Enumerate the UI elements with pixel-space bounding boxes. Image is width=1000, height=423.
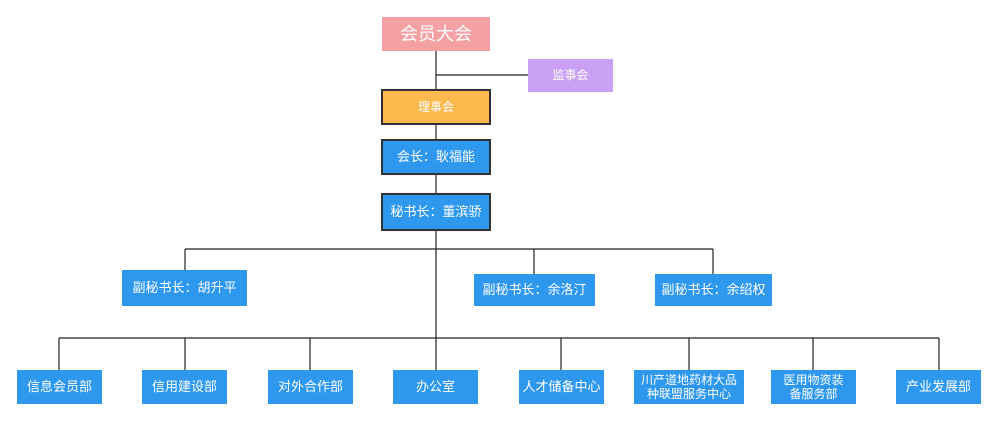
general-assembly-node: 会员大会 — [382, 17, 490, 51]
president-node: 会长：耿福能 — [381, 139, 491, 175]
department-node-credit: 信用建设部 — [142, 370, 227, 404]
department-node-medical-supplies: 医用物资装 备服务部 — [771, 370, 856, 404]
department-node-external-cooperation: 对外合作部 — [268, 370, 353, 404]
deputy-secretary-node: 副秘书长：余洛汀 — [474, 274, 595, 306]
deputy-secretary-node: 副秘书长：余绍权 — [655, 274, 772, 306]
secretary-general-node: 秘书长：董滨骄 — [381, 193, 491, 231]
department-node-talent-reserve: 人才储备中心 — [519, 370, 604, 404]
department-node-industry-development: 产业发展部 — [896, 370, 981, 404]
department-node-office: 办公室 — [393, 370, 478, 404]
deputy-secretary-node: 副秘书长：胡升平 — [122, 270, 247, 306]
department-node-info-members: 信息会员部 — [17, 370, 102, 404]
council-node: 理事会 — [381, 89, 491, 125]
supervisory-board-node: 监事会 — [528, 59, 613, 92]
department-node-herb-alliance: 川产道地药材大品 种联盟服务中心 — [634, 370, 744, 404]
